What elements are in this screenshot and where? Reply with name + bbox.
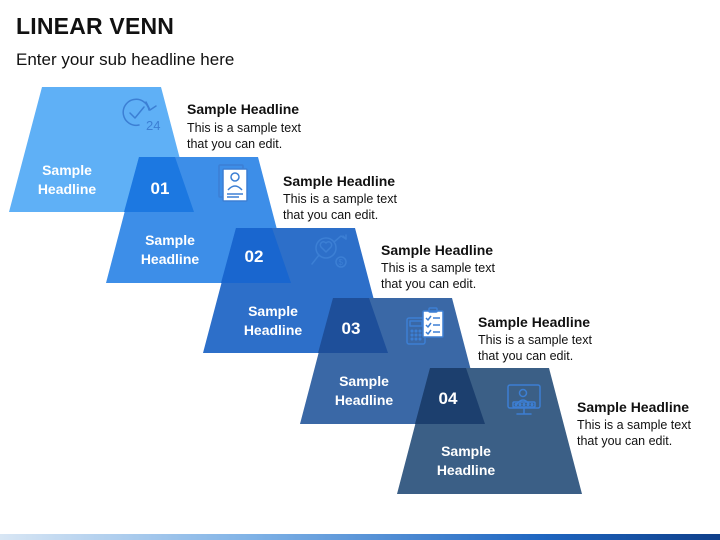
text-block-1-body-line-2: that you can edit. [187,137,282,151]
venn-overlap-04: 04 [415,368,485,424]
page-subtitle: Enter your sub headline here [16,50,235,69]
text-block-5: Sample Headline This is a sample text th… [577,399,691,448]
text-block-4-headline: Sample Headline [478,314,590,330]
venn-shape-4-label-line-2: Headline [335,392,394,408]
text-block-3-headline: Sample Headline [381,242,493,258]
venn-overlap-04-number: 04 [439,389,458,408]
venn-shape-2-label-line-2: Headline [141,251,200,267]
venn-overlap-03: 03 [318,298,388,353]
text-block-2-headline: Sample Headline [283,173,395,189]
venn-shape-4-label-line-1: Sample [339,373,389,389]
venn-overlap-02-region [221,228,291,283]
venn-shape-1-label-line-1: Sample [42,162,92,178]
heart-magnifier-growth-icon: $ [311,234,347,268]
text-block-4-body-line-1: This is a sample text [478,333,592,347]
venn-shape-3-label-line-1: Sample [248,303,298,319]
svg-text:$: $ [339,258,344,267]
text-block-3: Sample Headline This is a sample text th… [381,242,495,291]
text-block-1-headline: Sample Headline [187,101,299,117]
venn-overlap-01: 01 [124,157,194,212]
text-block-1-body-line-1: This is a sample text [187,121,301,135]
text-block-4-body-line-2: that you can edit. [478,349,573,363]
text-block-5-headline: Sample Headline [577,399,689,415]
text-block-2-body-line-1: This is a sample text [283,192,397,206]
venn-shape-2-label-line-1: Sample [145,232,195,248]
text-block-3-body-line-2: that you can edit. [381,277,476,291]
text-block-3-body-line-1: This is a sample text [381,261,495,275]
text-block-4: Sample Headline This is a sample text th… [478,314,592,363]
clock-24-icon: 24 [122,98,160,133]
text-block-5-body-line-1: This is a sample text [577,418,691,432]
venn-shape-3-label-line-2: Headline [244,322,303,338]
venn-overlap-03-region [318,298,388,353]
venn-shape-5-label-line-2: Headline [437,462,496,478]
venn-overlap-02-number: 02 [245,247,264,266]
resume-document-icon [218,164,248,202]
venn-overlap-03-number: 03 [342,319,361,338]
venn-overlap-01-number: 01 [151,179,170,198]
text-block-5-body-line-2: that you can edit. [577,434,672,448]
text-block-2-body-line-2: that you can edit. [283,208,378,222]
venn-overlap-02: 02 [221,228,291,283]
bottom-accent-bar [0,534,720,540]
venn-overlap-01-region [124,157,194,212]
monitor-user-icon [507,384,541,415]
page-title: LINEAR VENN [16,13,175,39]
text-block-1: Sample Headline This is a sample text th… [187,101,301,151]
calculator-checklist-icon [406,307,444,345]
venn-shape-1-label-line-2: Headline [38,181,97,197]
svg-text:24: 24 [146,118,160,133]
venn-overlap-04-region [415,368,485,424]
venn-shape-5-label-line-1: Sample [441,443,491,459]
text-block-2: Sample Headline This is a sample text th… [283,173,397,222]
